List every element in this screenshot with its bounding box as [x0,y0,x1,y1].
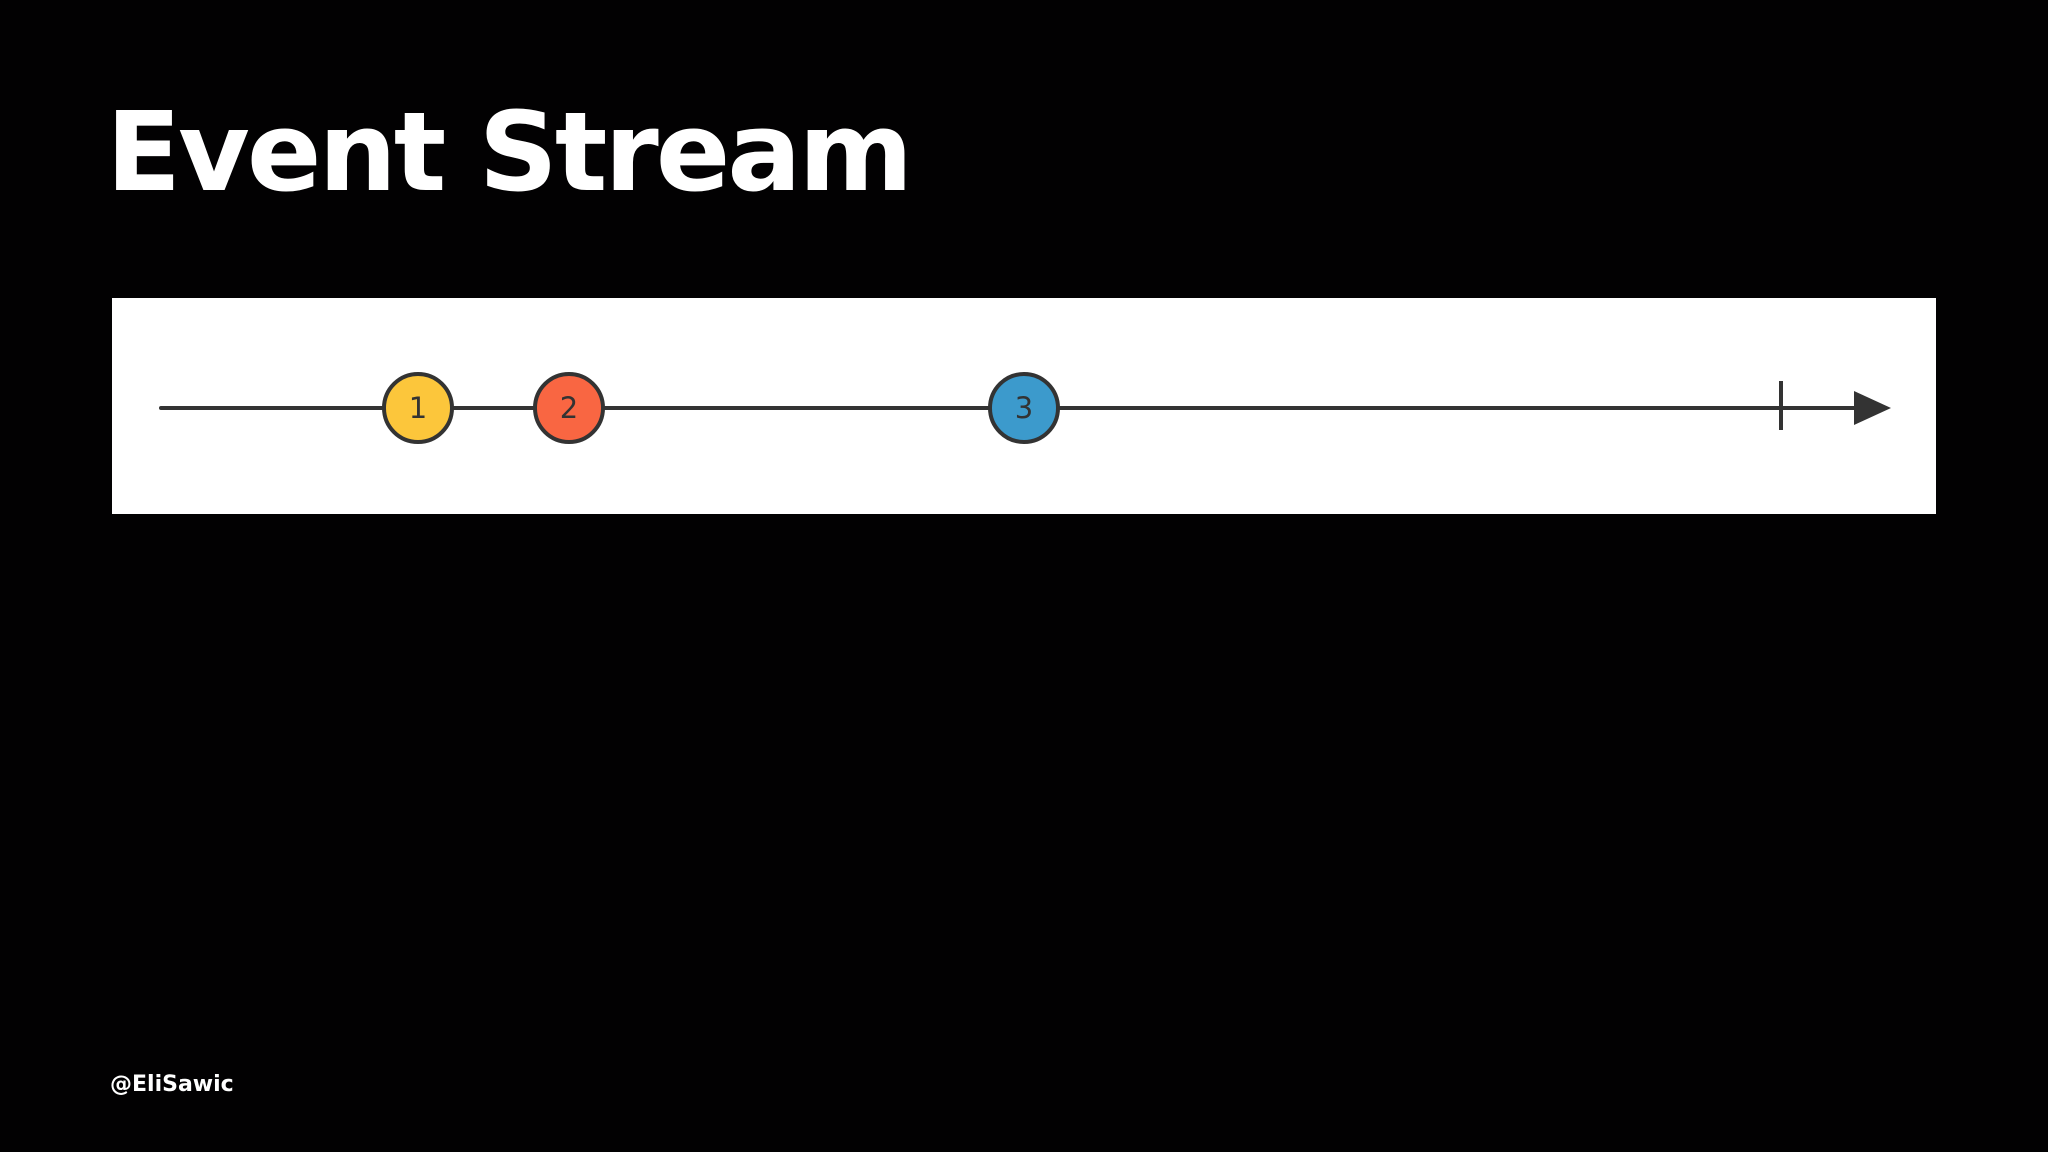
event-marble-3-label: 3 [1015,391,1033,425]
author-handle: @EliSawic [110,1072,234,1097]
slide-title: Event Stream [106,88,913,216]
event-marble-1: 1 [382,372,454,444]
marble-diagram-panel: 1 2 3 [112,298,1936,514]
event-marble-2: 2 [533,372,605,444]
event-marble-2-circle [533,372,605,444]
event-marble-3-circle [988,372,1060,444]
event-marble-1-circle [382,372,454,444]
event-marble-1-label: 1 [409,391,427,425]
timeline-arrow-icon [1854,391,1891,425]
event-marble-2-label: 2 [560,391,578,425]
marble-diagram: 1 2 3 [159,372,1891,444]
event-marble-3: 3 [988,372,1060,444]
